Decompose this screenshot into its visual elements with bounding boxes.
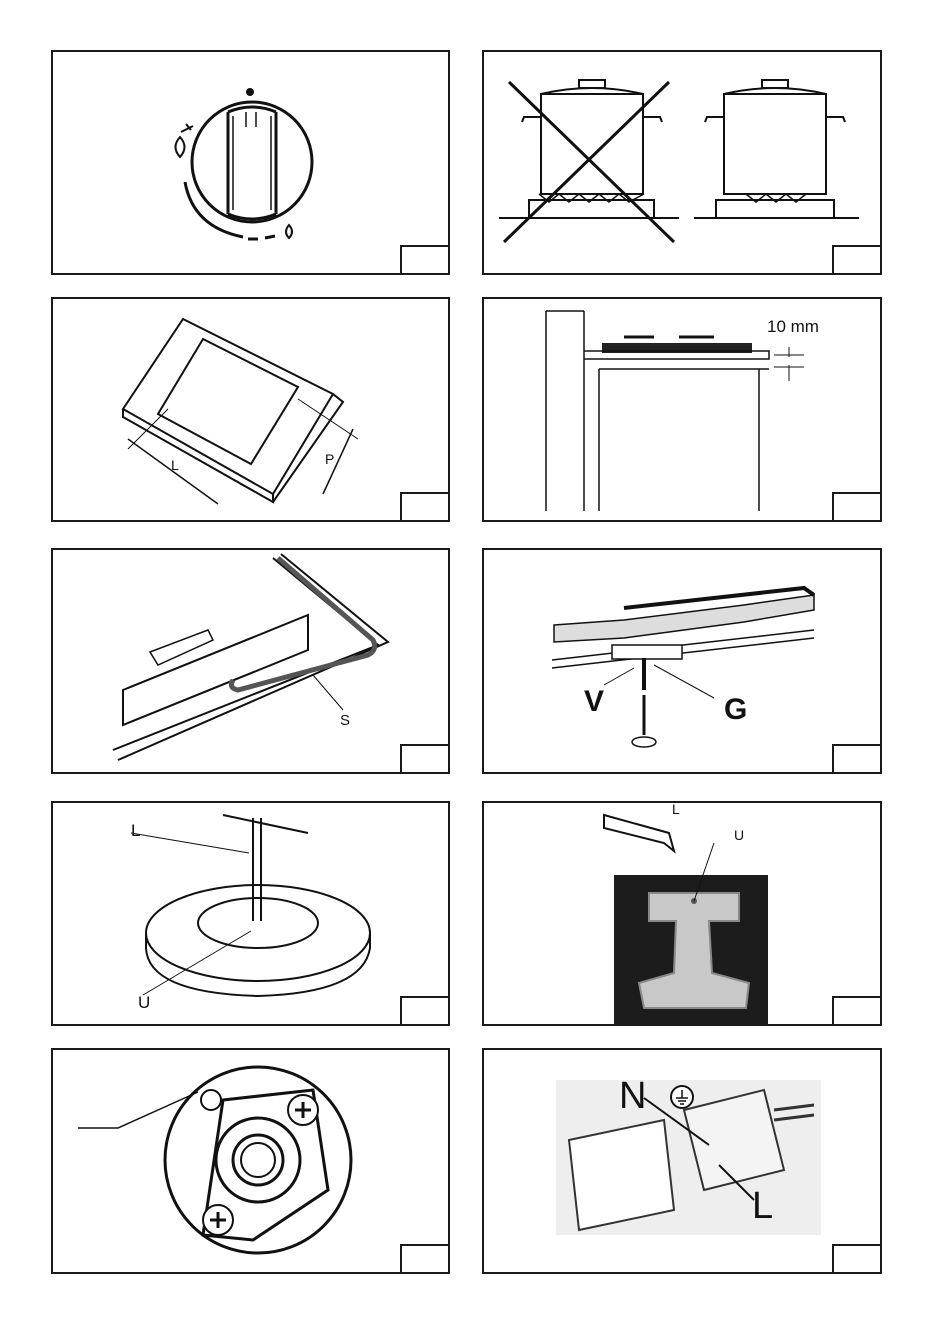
pots-illustration [484, 52, 880, 273]
panel-bracket: V G [482, 548, 882, 774]
tool-label: L [672, 801, 680, 817]
injector-illustration [53, 803, 448, 1024]
depth-label: P [325, 451, 334, 467]
injector-label: U [734, 827, 744, 843]
panel-knob [51, 50, 450, 275]
figure-number-box [832, 1244, 880, 1272]
bracket-illustration [484, 550, 880, 772]
seal-label: S [340, 712, 350, 729]
clearance-dimension-label: 10 mm [767, 317, 819, 337]
panel-clearance: 10 mm [482, 297, 882, 522]
figure-number-box [400, 996, 448, 1024]
ignition-icon [181, 124, 193, 132]
magnified-detail-illustration [53, 1050, 448, 1272]
panel-pots [482, 50, 882, 275]
seal-illustration [53, 550, 448, 772]
figure-number-box [832, 744, 880, 772]
knob-illustration [53, 52, 448, 273]
neutral-label: N [619, 1075, 646, 1118]
flame-small-icon [286, 225, 292, 238]
panel-terminal-block: N L [482, 1048, 882, 1274]
figure-number-box [832, 245, 880, 273]
terminal-block-illustration [484, 1050, 880, 1272]
tool-label: L [131, 821, 140, 841]
cutout-illustration [53, 299, 448, 520]
clearance-illustration [484, 299, 880, 520]
screw-top-icon [288, 1095, 318, 1125]
earth-icon [671, 1086, 693, 1108]
bracket-label: G [724, 693, 747, 727]
flame-large-icon [176, 137, 185, 157]
screw-label: V [584, 685, 604, 719]
length-label: L [171, 457, 179, 473]
injector-photo-illustration [484, 803, 880, 1024]
panel-seal: S [51, 548, 450, 774]
live-label: L [752, 1185, 773, 1228]
panel-injector: L U [51, 801, 450, 1026]
screw-bottom-icon [203, 1205, 233, 1235]
figure-number-box [832, 492, 880, 520]
figure-number-box [400, 492, 448, 520]
panel-magnified-detail [51, 1048, 450, 1274]
panel-injector-photo: L U [482, 801, 882, 1026]
panel-cutout: L P [51, 297, 450, 522]
figure-number-box [400, 1244, 448, 1272]
figure-number-box [400, 245, 448, 273]
figure-number-box [832, 996, 880, 1024]
figure-number-box [400, 744, 448, 772]
injector-label: U [138, 993, 150, 1013]
